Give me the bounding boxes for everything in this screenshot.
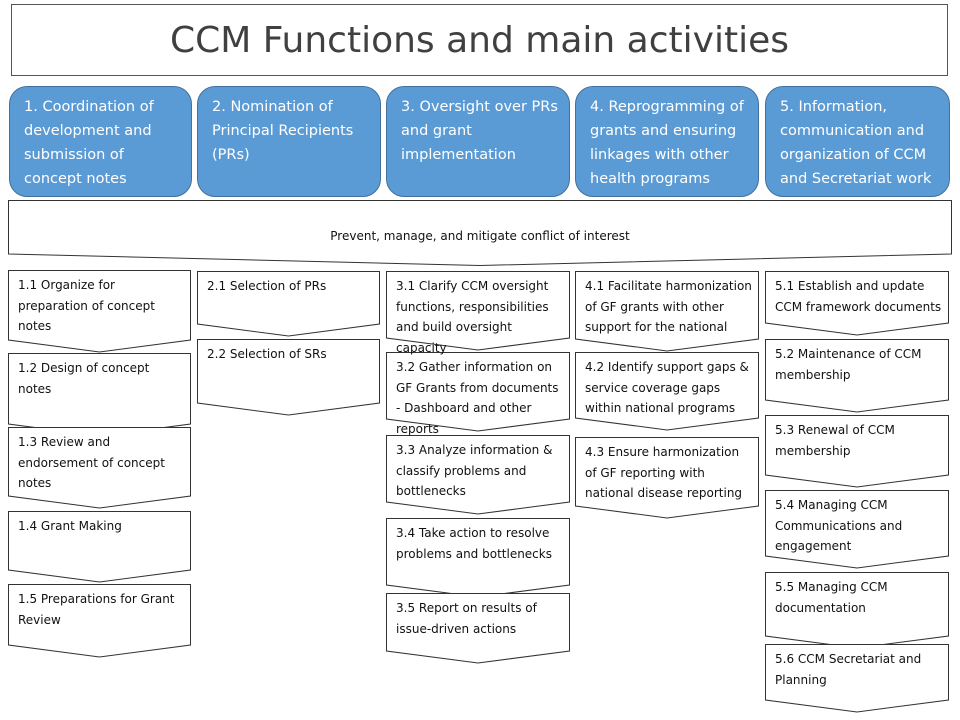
activity-box-1-3 [8,427,191,509]
activity-label-5-6: 5.6 CCM Secretariat and Planning [775,652,922,687]
activity-box-1-4 [8,511,191,583]
activity-label-2-1: 2.1 Selection of PRs [207,279,327,293]
activity-box-1-1 [8,270,191,353]
conflict-of-interest-label: Prevent, manage, and mitigate conflict o… [330,229,630,243]
activity-box-2-1 [197,271,380,337]
activity-label-1-1: 1.1 Organize for preparation of concept … [18,278,155,333]
activity-label-1-4: 1.4 Grant Making [18,519,122,533]
diagram-title: CCM Functions and main activities [11,4,948,76]
function-5-information: 5. Information, communication and organi… [765,86,950,197]
activity-box-3-5 [386,593,570,664]
function-1-coordination: 1. Coordination of development and submi… [9,86,192,197]
activity-box-4-3 [575,437,759,519]
activity-box-3-4 [386,518,570,598]
function-4-reprogramming: 4. Reprogramming of grants and ensuring … [575,86,759,197]
activity-box-3-2 [386,352,570,432]
activity-label-4-3: 4.3 Ensure harmonization of GF reporting… [585,445,743,500]
function-3-oversight: 3. Oversight over PRs and grant implemen… [386,86,570,197]
activity-label-1-5: 1.5 Preparations for Grant Review [18,592,175,627]
activity-label-3-4: 3.4 Take action to resolve problems and … [396,526,552,561]
activity-label-3-1: 3.1 Clarify CCM oversight functions, res… [396,279,549,355]
activity-box-5-2 [765,339,949,413]
activity-label-2-2: 2.2 Selection of SRs [207,347,327,361]
activity-box-5-3 [765,415,949,488]
activity-label-3-2: 3.2 Gather information on GF Grants from… [396,360,559,436]
activity-label-5-1: 5.1 Establish and update CCM framework d… [775,279,942,314]
activity-label-4-1: 4.1 Facilitate harmonization of GF grant… [585,279,752,334]
activity-label-3-5: 3.5 Report on results of issue-driven ac… [396,601,537,636]
activity-box-5-1 [765,271,949,336]
conflict-of-interest-band [8,200,952,267]
activity-box-3-1 [386,271,570,351]
activity-label-5-3: 5.3 Renewal of CCM membership [775,423,895,458]
activity-box-1-5 [8,584,191,658]
activity-box-2-2 [197,339,380,416]
activity-label-3-3: 3.3 Analyze information & classify probl… [396,443,553,498]
activity-label-5-5: 5.5 Managing CCM documentation [775,580,888,615]
activity-label-5-4: 5.4 Managing CCM Communications and enga… [775,498,903,553]
activity-box-4-2 [575,352,759,431]
activity-box-5-4 [765,490,949,569]
activity-box-5-6 [765,644,949,713]
activity-label-4-2: 4.2 Identify support gaps & service cove… [585,360,749,415]
activity-box-3-3 [386,435,570,515]
activity-label-1-3: 1.3 Review and endorsement of concept no… [18,435,165,490]
activity-label-5-2: 5.2 Maintenance of CCM membership [775,347,922,382]
function-2-nomination: 2. Nomination of Principal Recipients (P… [197,86,381,197]
activity-label-1-2: 1.2 Design of concept notes [18,361,150,396]
activity-box-4-1 [575,271,759,352]
activity-box-5-5 [765,572,949,649]
